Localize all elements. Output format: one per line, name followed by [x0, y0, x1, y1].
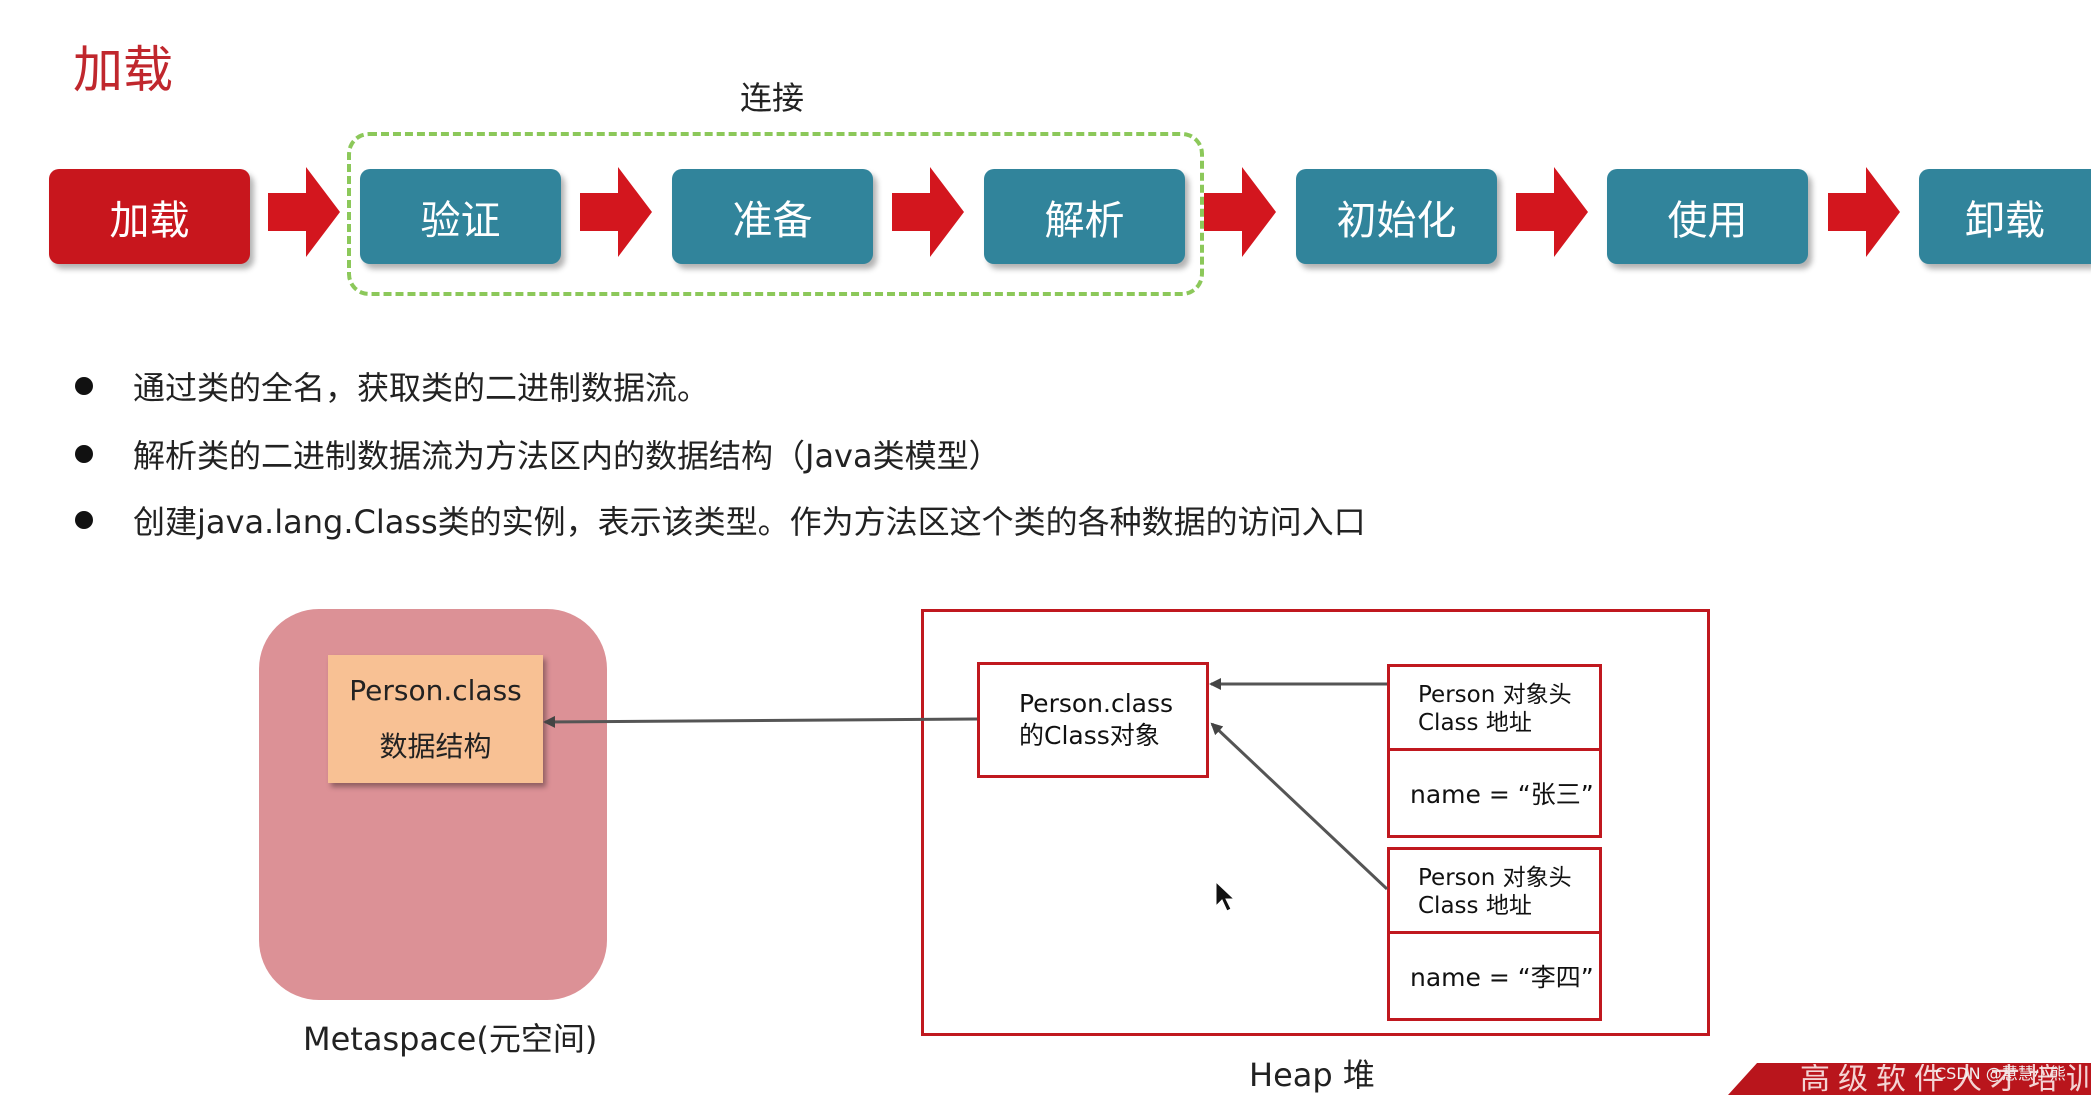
struct-line-1: Person.class	[349, 674, 522, 707]
bullet-dot	[75, 445, 93, 463]
stage-unloading: 卸载	[1919, 169, 2091, 264]
object-field-lisi: name = “李四”	[1387, 931, 1602, 1021]
linking-group-border	[347, 132, 1204, 296]
metaspace-caption: Metaspace(元空间)	[303, 1020, 598, 1058]
class-obj-line-1: Person.class	[1019, 689, 1174, 718]
heap-caption: Heap 堆	[1249, 1056, 1375, 1094]
csdn-watermark: CSDN @慧慧小熊	[1935, 1064, 2066, 1083]
stage-loading: 加载	[49, 169, 250, 264]
stage-arrow-4	[1204, 167, 1276, 257]
stage-preparation: 准备	[672, 169, 873, 264]
stage-arrow-2	[580, 167, 652, 257]
bullet-dot	[75, 377, 93, 395]
object-header-zhangsan: Person 对象头 Class 地址	[1387, 664, 1602, 754]
person-class-structure: Person.class 数据结构	[328, 655, 543, 783]
object-field-zhangsan: name = “张三”	[1387, 748, 1602, 838]
stage-arrow-5	[1516, 167, 1588, 257]
stage-verification: 验证	[360, 169, 561, 264]
stage-using: 使用	[1607, 169, 1808, 264]
bullet-text: 创建java.lang.Class类的实例，表示该类型。作为方法区这个类的各种数…	[133, 503, 1366, 541]
object-header-line-1: Person 对象头	[1418, 865, 1572, 891]
stage-arrow-3	[892, 167, 964, 257]
object-name-field: name = “李四”	[1410, 963, 1594, 992]
object-header-lisi: Person 对象头 Class 地址	[1387, 847, 1602, 937]
bullet-text: 解析类的二进制数据流为方法区内的数据结构（Java类模型）	[133, 437, 1001, 475]
object-name-field: name = “张三”	[1410, 780, 1594, 809]
bullet-text: 通过类的全名，获取类的二进制数据流。	[133, 369, 710, 407]
bullet-item: 创建java.lang.Class类的实例，表示该类型。作为方法区这个类的各种数…	[75, 495, 1366, 545]
object-header-line-2: Class 地址	[1418, 893, 1532, 919]
stage-resolution: 解析	[984, 169, 1185, 264]
footer-banner	[1728, 1063, 2091, 1095]
linking-group-label: 连接	[740, 79, 805, 117]
object-header-line-1: Person 对象头	[1418, 682, 1572, 708]
stage-initialization: 初始化	[1296, 169, 1497, 264]
page-title: 加载	[73, 41, 173, 99]
bullet-item: 解析类的二进制数据流为方法区内的数据结构（Java类模型）	[75, 429, 1001, 479]
class-obj-line-2: 的Class对象	[1019, 721, 1160, 750]
stage-arrow-6	[1828, 167, 1900, 257]
class-object-box: Person.class 的Class对象	[977, 662, 1209, 778]
footer-banner-text: 高级软件人才培训	[1800, 1064, 2090, 1096]
bullet-item: 通过类的全名，获取类的二进制数据流。	[75, 361, 709, 411]
stage-arrow-1	[268, 167, 340, 257]
object-header-line-2: Class 地址	[1418, 710, 1532, 736]
heap-region	[921, 609, 1710, 1036]
struct-line-2: 数据结构	[379, 730, 492, 763]
arrow-class-to-metaspace	[543, 715, 978, 728]
bullet-dot	[75, 511, 93, 529]
